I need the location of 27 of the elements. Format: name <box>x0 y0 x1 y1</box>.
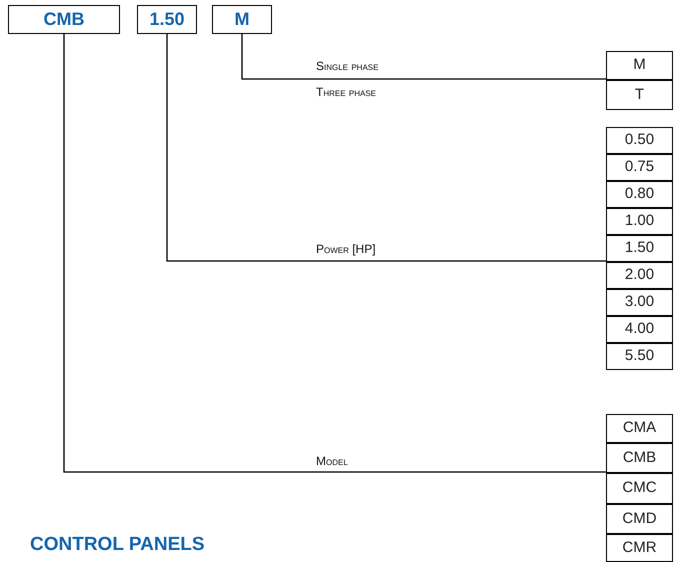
option-box: 1.50 <box>606 235 673 262</box>
option-box: CMC <box>606 473 673 504</box>
option-box: CMA <box>606 414 673 443</box>
option-label: Three phase <box>316 86 376 98</box>
option-box: T <box>606 80 673 110</box>
option-label: Power [HP] <box>316 243 376 255</box>
option-box: CMB <box>606 443 673 473</box>
leader-line <box>241 34 606 80</box>
option-box: 0.50 <box>606 127 673 154</box>
option-box: 3.00 <box>606 289 673 316</box>
option-box: 0.75 <box>606 154 673 181</box>
leader-line <box>166 34 606 262</box>
option-box: 0.80 <box>606 181 673 208</box>
option-box: M <box>606 51 673 80</box>
option-box: CMR <box>606 534 673 562</box>
title: CONTROL PANELS <box>30 535 205 554</box>
option-box: 2.00 <box>606 262 673 289</box>
code-box: 1.50 <box>137 5 197 34</box>
option-box: 5.50 <box>606 343 673 370</box>
code-box: M <box>212 5 272 34</box>
code-box: CMB <box>8 5 120 34</box>
option-box: 4.00 <box>606 316 673 343</box>
option-box: 1.00 <box>606 208 673 235</box>
option-box: CMD <box>606 504 673 534</box>
leader-line <box>63 34 606 473</box>
option-label: Model <box>316 455 348 467</box>
option-label: Single phase <box>316 60 378 72</box>
